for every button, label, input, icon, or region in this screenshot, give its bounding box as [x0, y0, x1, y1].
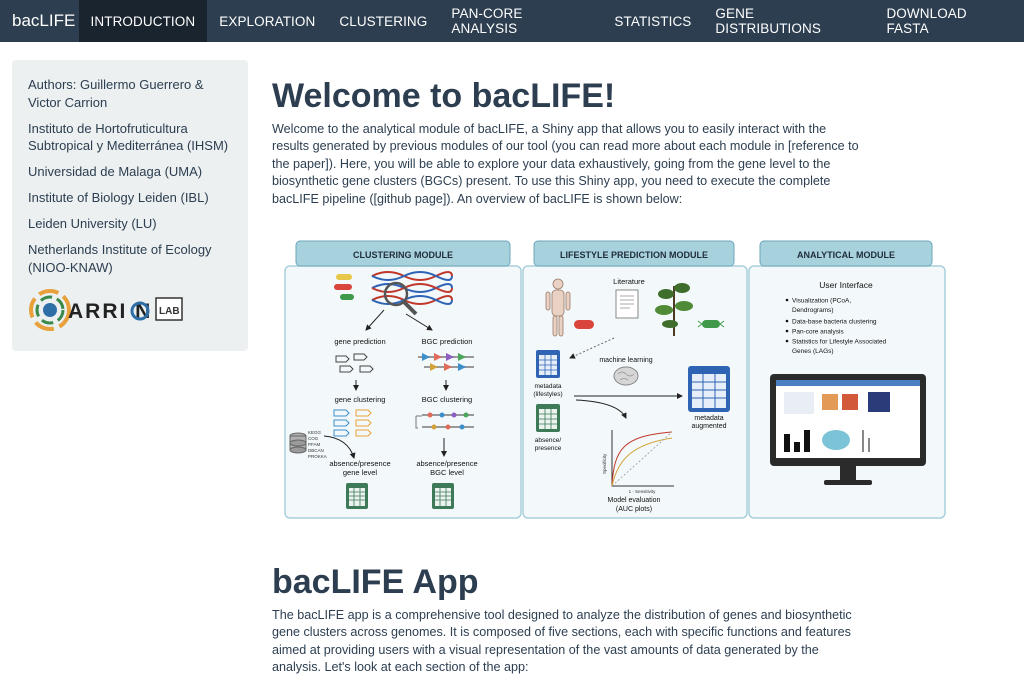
bgc-arrows-icon — [418, 353, 474, 371]
bgc-cluster-icon — [415, 412, 474, 430]
gene-prediction-label: gene prediction — [334, 337, 385, 346]
sidebar-affiliation-uma: Universidad de Malaga (UMA) — [28, 164, 203, 179]
sidebar-affiliation-nioo: Netherlands Institute of Ecology (NIOO-K… — [28, 242, 212, 275]
metadata-table-icon — [536, 350, 560, 378]
model-eval-label-2: (AUC plots) — [616, 506, 652, 513]
tab-clustering[interactable]: CLUSTERING — [339, 13, 428, 29]
logo-lab-text: LAB — [159, 306, 180, 317]
bullet-lags: Genes (LAGs) — [792, 348, 834, 355]
tab-exploration[interactable]: EXPLORATION — [219, 13, 316, 29]
page-title: Welcome to bacLIFE! — [272, 77, 616, 115]
bullet-dendrograms: Dendrograms) — [792, 307, 834, 314]
bullet-statistics: Statistics for Lifestyle Associated — [792, 339, 887, 346]
navbar: bacLIFE INTRODUCTION EXPLORATION CLUSTER… — [0, 0, 1024, 42]
gene-level-label-2: gene level — [343, 468, 378, 477]
gene-cluster-icon — [333, 409, 372, 437]
brain-icon — [613, 366, 639, 386]
bullet-database-clustering: Data-base bacteria clustering — [792, 319, 877, 326]
database-icon — [289, 432, 307, 454]
gene-clustering-label: gene clustering — [335, 395, 386, 404]
bgc-level-label-1: absence/presence — [416, 459, 477, 468]
intro-paragraph: Welcome to the analytical module of bacL… — [272, 122, 859, 206]
absence-table-icon — [536, 404, 560, 432]
machine-learning-label: machine learning — [599, 357, 652, 364]
bgc-level-table-icon — [432, 483, 454, 509]
tab-gene-distributions[interactable]: GENE DISTRIBUTIONS — [715, 6, 821, 36]
bgc-clustering-label: BGC clustering — [422, 395, 472, 404]
roc-plot-icon — [611, 430, 674, 487]
user-interface-label: User Interface — [819, 280, 873, 290]
bacteria-icon — [334, 274, 354, 300]
sidebar-authors: Authors: Guillermo Guerrero & Victor Car… — [28, 77, 204, 110]
db-label-prokka: PROKKA — [308, 454, 327, 459]
gene-arrows-icon — [335, 353, 374, 373]
db-label-dbcan: DBCAN — [308, 448, 324, 453]
roc-y-label: Specificity — [602, 453, 607, 474]
analytical-module-panel: ANALYTICAL MODULE User Interface Visuali… — [748, 240, 946, 519]
augmented-label-2: augmented — [691, 423, 726, 430]
absence-label-1: absence/ — [535, 437, 562, 444]
pathogen-icon — [574, 320, 594, 329]
gene-level-table-icon — [346, 483, 368, 509]
metadata-label-2: (lifestyles) — [533, 391, 562, 398]
db-label-cog: COG — [308, 436, 319, 441]
section-paragraph: The bacLIFE app is a comprehensive tool … — [272, 608, 852, 675]
sidebar-affiliation-ihsm: Instituto de Hortofruticultura Subtropic… — [28, 120, 229, 154]
tab-pan-core-analysis[interactable]: PAN-CORE ANALYSIS — [451, 6, 523, 36]
tab-introduction[interactable]: INTRODUCTION — [78, 0, 208, 42]
gene-level-label-1: absence/presence — [329, 459, 390, 468]
literature-label: Literature — [613, 277, 645, 286]
sidebar-affiliation-ibl: Institute of Biology Leiden (IBL) — [28, 190, 209, 205]
monitor-icon — [770, 374, 926, 485]
lifestyle-module-panel: LIFESTYLE PREDICTION MODULE Literature — [522, 240, 748, 519]
soil-bacteria-icon — [697, 320, 725, 328]
bgc-prediction-label: BGC prediction — [422, 337, 473, 346]
section-title: bacLIFE App — [272, 563, 479, 601]
navbar-brand[interactable]: bacLIFE — [12, 11, 76, 30]
model-eval-label-1: Model evaluation — [608, 497, 661, 504]
bgc-level-label-2: BGC level — [430, 468, 464, 477]
roc-x-label: 1 - Sensitivity — [629, 489, 657, 494]
literature-doc-icon — [615, 289, 639, 319]
overview-figure: CLUSTERING MODULE gene prediction BGC pr… — [284, 240, 946, 519]
clustering-module-panel: CLUSTERING MODULE gene prediction BGC pr… — [284, 240, 522, 519]
plant-icon — [655, 283, 693, 336]
human-body-icon — [545, 278, 571, 337]
tab-statistics[interactable]: STATISTICS — [614, 13, 692, 29]
carrion-lab-logo: ARRI N LAB — [29, 289, 183, 331]
clustering-module-header: CLUSTERING MODULE — [353, 250, 453, 260]
db-label-pfam: PFAM — [308, 442, 321, 447]
dna-icon — [371, 271, 453, 305]
lifestyle-module-header: LIFESTYLE PREDICTION MODULE — [560, 250, 708, 260]
analytical-module-header: ANALYTICAL MODULE — [797, 250, 895, 260]
absence-label-2: presence — [535, 445, 562, 452]
magnifier-icon — [383, 281, 418, 316]
db-label-kegg: KEGG — [308, 430, 322, 435]
sidebar-panel: Authors: Guillermo Guerrero & Victor Car… — [12, 60, 248, 351]
sidebar-affiliation-lu: Leiden University (LU) — [28, 216, 157, 231]
augmented-table-icon — [688, 366, 730, 412]
augmented-label-1: metadata — [694, 415, 723, 422]
metadata-label-1: metadata — [534, 383, 561, 390]
tab-download-fasta[interactable]: DOWNLOAD FASTA — [886, 6, 967, 36]
logo-text: ARRI N — [68, 300, 152, 323]
bullet-visualization: Visualization (PCoA, — [792, 298, 851, 305]
bullet-pan-core: Pan-core analysis — [792, 329, 844, 336]
